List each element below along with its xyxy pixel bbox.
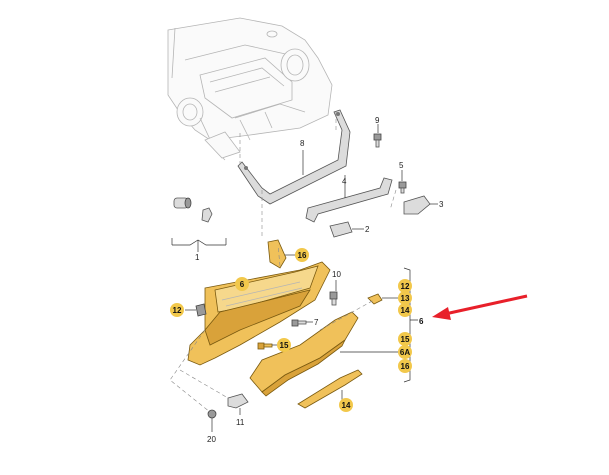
badge-15-right: 15 bbox=[398, 332, 412, 346]
badge-15-mid: 15 bbox=[277, 338, 291, 352]
clip-part-3 bbox=[403, 195, 438, 215]
label-part-10: 10 bbox=[332, 270, 341, 279]
badge-16-top: 16 bbox=[295, 248, 309, 262]
label-part-4: 4 bbox=[342, 177, 347, 186]
rail-part-4 bbox=[305, 175, 393, 223]
svg-text:15: 15 bbox=[401, 335, 410, 344]
badge-16-right: 16 bbox=[398, 359, 412, 373]
glove-box-body bbox=[187, 261, 331, 366]
clip-part-20 bbox=[207, 409, 217, 432]
bracket-part-8 bbox=[237, 109, 351, 205]
dashboard-outline bbox=[167, 17, 333, 161]
svg-text:6A: 6A bbox=[400, 348, 410, 357]
svg-text:14: 14 bbox=[342, 401, 351, 410]
hinge-part-16 bbox=[267, 239, 296, 269]
switch-part-11 bbox=[227, 393, 249, 415]
bolt-part-9 bbox=[373, 124, 382, 148]
svg-text:15: 15 bbox=[280, 341, 289, 350]
svg-text:16: 16 bbox=[401, 362, 410, 371]
badge-12-left: 12 bbox=[170, 303, 184, 317]
clip-part-12 bbox=[185, 303, 207, 317]
dashed-guide-lines bbox=[169, 110, 397, 413]
label-part-3: 3 bbox=[439, 200, 444, 209]
label-part-11: 11 bbox=[236, 418, 245, 427]
badge-6-left: 6 bbox=[235, 277, 249, 291]
svg-text:14: 14 bbox=[401, 306, 410, 315]
label-part-8: 8 bbox=[300, 139, 305, 148]
block-part-2 bbox=[329, 221, 364, 238]
screw-part-15 bbox=[257, 342, 277, 350]
screw-part-7 bbox=[291, 319, 313, 327]
callout-bracket bbox=[403, 267, 418, 383]
svg-text:12: 12 bbox=[173, 306, 182, 315]
badge-12-right: 12 bbox=[398, 279, 412, 293]
seal-part-14 bbox=[297, 369, 363, 409]
label-part-7: 7 bbox=[314, 318, 319, 327]
badge-14-bottom: 14 bbox=[339, 398, 353, 412]
label-part-20: 20 bbox=[207, 435, 216, 444]
label-part-1: 1 bbox=[195, 253, 200, 262]
svg-text:6: 6 bbox=[240, 280, 245, 289]
badge-13-right: 13 bbox=[398, 291, 412, 305]
svg-text:12: 12 bbox=[401, 282, 410, 291]
label-part-9: 9 bbox=[375, 116, 380, 125]
lock-part-1 bbox=[171, 197, 227, 252]
svg-text:13: 13 bbox=[401, 294, 410, 303]
red-arrow-indicator bbox=[432, 294, 528, 320]
label-part-6-arrow-target: 6 bbox=[419, 317, 424, 326]
screw-part-5 bbox=[398, 170, 407, 194]
bolt-part-10 bbox=[329, 280, 338, 306]
svg-text:16: 16 bbox=[298, 251, 307, 260]
label-part-5: 5 bbox=[399, 161, 404, 170]
label-part-2: 2 bbox=[365, 225, 370, 234]
badge-14-right: 14 bbox=[398, 303, 412, 317]
badge-6A-right: 6A bbox=[398, 345, 412, 359]
fastener-part-13 bbox=[367, 293, 398, 305]
